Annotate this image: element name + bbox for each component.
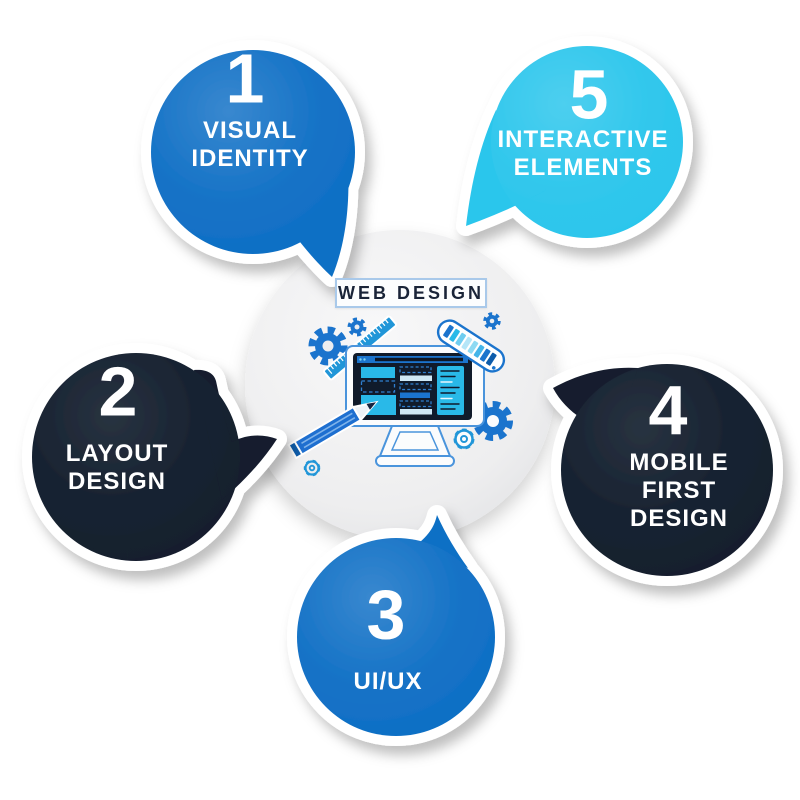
bubble-3-number: 3 — [366, 575, 406, 654]
bubble-2-label: LAYOUT DESIGN — [66, 440, 168, 496]
bubble-1-label-line: VISUAL — [202, 117, 297, 144]
bubble-4-label-line: MOBILE — [629, 449, 729, 476]
center-title: WEB DESIGN — [335, 278, 487, 308]
bubble-5-label-line: ELEMENTS — [513, 154, 653, 181]
bubble-3-label: UI/UX — [353, 668, 422, 696]
bubble-4 — [543, 354, 783, 586]
bubble-2-label-line: DESIGN — [67, 468, 166, 495]
bubble-3 — [287, 505, 505, 746]
web-design-illustration — [287, 312, 513, 477]
bubble-5-label-line: INTERACTIVE — [497, 126, 669, 153]
bubble-3-label-line: UI/UX — [353, 668, 423, 695]
bubble-4-label-line: FIRST — [641, 477, 717, 504]
bubble-2-number: 2 — [98, 352, 138, 431]
monitor-icon — [345, 345, 485, 467]
gear-icon — [347, 317, 367, 337]
bubble-1-number: 1 — [225, 39, 265, 118]
gear-icon — [308, 326, 348, 366]
bubble-5 — [456, 36, 693, 248]
gear-icon — [303, 459, 321, 477]
bubble-5-number: 5 — [569, 55, 609, 134]
bubble-2 — [22, 343, 287, 571]
bubble-4-number: 4 — [648, 371, 688, 450]
color-palette-icon — [436, 319, 506, 373]
bubble-4-label-line: DESIGN — [629, 505, 729, 532]
bubble-1-label-line: IDENTITY — [191, 145, 309, 172]
gear-icon — [483, 312, 501, 330]
pencil-icon — [287, 400, 379, 460]
bubble-5-label: INTERACTIVE ELEMENTS — [497, 126, 668, 182]
bubble-1-label: VISUAL IDENTITY — [191, 117, 308, 173]
bubble-4-label: MOBILE FIRST DESIGN — [629, 449, 728, 533]
gear-icon — [473, 401, 513, 441]
bubble-1 — [141, 40, 365, 287]
gear-icon — [453, 428, 475, 450]
bubble-2-label-line: LAYOUT — [65, 440, 169, 467]
